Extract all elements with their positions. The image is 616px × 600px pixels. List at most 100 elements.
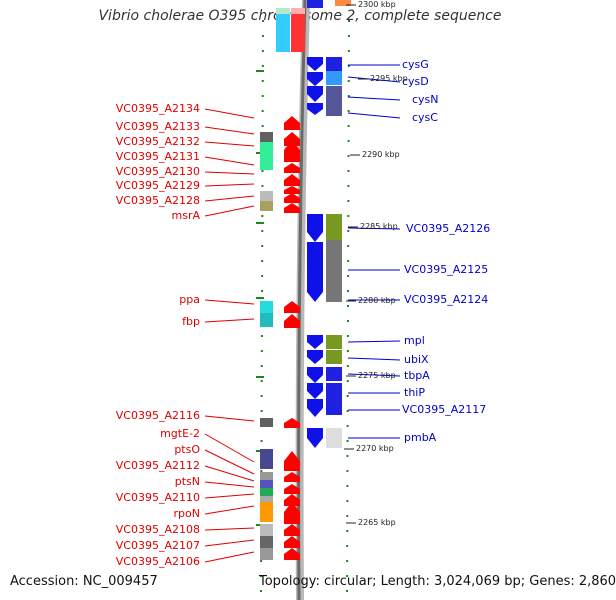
leader-line [347, 227, 401, 230]
forward-gene-arrow [284, 203, 300, 213]
guide-dot [260, 590, 262, 592]
gene-label-right[interactable]: cysC [412, 111, 438, 124]
guide-dot [260, 335, 263, 337]
guide-dot [261, 110, 264, 112]
leader-line [347, 373, 401, 377]
guide-dot [346, 335, 349, 337]
gene-label-right[interactable]: ubiX [404, 353, 429, 366]
forward-gene-arrow [284, 418, 300, 428]
guide-dot [346, 515, 349, 517]
gene-label-left[interactable]: VC0395_A2129 [115, 179, 200, 192]
guide-dot [260, 440, 263, 442]
gene-label-left[interactable]: VC0395_A2132 [115, 135, 200, 148]
cog-block [326, 71, 342, 85]
gene-label-left[interactable]: VC0395_A2108 [115, 523, 200, 536]
gene-label-right[interactable]: mpl [404, 334, 425, 347]
gene-label-right[interactable]: pmbA [404, 431, 437, 444]
reverse-gene-arrow [307, 350, 323, 364]
gene-label-left[interactable]: VC0395_A2134 [115, 102, 200, 115]
cog-block [335, 0, 351, 6]
gene-label-right[interactable]: cysN [412, 93, 439, 106]
scale-tick-label: 2280 kbp [358, 296, 396, 305]
gene-label-right[interactable]: VC0395_A2125 [404, 263, 489, 276]
gene-label-left[interactable]: msrA [171, 209, 201, 222]
leader-line [204, 449, 255, 475]
leader-line [204, 481, 255, 488]
guide-dot [261, 170, 264, 172]
gene-label-right[interactable]: cysD [402, 75, 429, 88]
leader-line [204, 415, 255, 422]
guide-dot [346, 425, 349, 427]
forward-gene-arrow [284, 451, 300, 471]
reverse-gene-arrow [307, 57, 323, 71]
forward-gene-arrow [284, 484, 300, 494]
gene-label-right[interactable]: VC0395_A2124 [404, 293, 489, 306]
reverse-gene-arrow [307, 0, 323, 8]
cog-block [260, 449, 273, 469]
gene-label-left[interactable]: mgtE-2 [160, 427, 200, 440]
guide-dot [347, 110, 350, 112]
gene-label-right[interactable]: VC0395_A2117 [402, 403, 487, 416]
forward-gene-arrow [284, 536, 300, 548]
guide-dot [346, 350, 349, 352]
cog-block [260, 191, 273, 201]
guide-dot [261, 260, 264, 262]
gene-label-left[interactable]: ppa [179, 293, 200, 306]
cog-block [326, 240, 342, 302]
cog-block [260, 313, 273, 327]
gene-label-right[interactable]: thiP [404, 386, 425, 399]
gene-label-right[interactable]: VC0395_A2126 [406, 222, 491, 235]
guide-dot [261, 245, 264, 247]
guide-dot [347, 80, 350, 82]
gene-label-left[interactable]: VC0395_A2116 [115, 409, 200, 422]
leader-line [204, 505, 255, 515]
cog-block [260, 418, 273, 427]
scale-tick-label: 2290 kbp [362, 150, 400, 159]
leader-line [347, 357, 401, 361]
gene-label-left[interactable]: VC0395_A2112 [115, 459, 200, 472]
forward-gene-arrow [284, 163, 300, 173]
guide-dot [346, 500, 349, 502]
guide-dot [260, 410, 263, 412]
forward-gene-arrow [284, 193, 300, 203]
gene-label-left[interactable]: VC0395_A2130 [115, 165, 200, 178]
guide-dot [347, 290, 350, 292]
cog-block [326, 335, 342, 349]
cog-block [326, 428, 342, 448]
guide-dot [262, 20, 264, 22]
gene-label-right[interactable]: cysG [402, 58, 429, 71]
leader-line [204, 171, 255, 175]
guide-dot [347, 275, 350, 277]
forward-gene-arrow [284, 472, 300, 482]
leader-line [204, 551, 255, 563]
gene-label-left[interactable]: VC0395_A2128 [115, 194, 200, 207]
gene-label-left[interactable]: fbp [182, 315, 200, 328]
guide-dot [346, 560, 349, 562]
gene-label-left[interactable]: ptsO [174, 443, 200, 456]
guide-dot [347, 140, 350, 142]
gene-label-left[interactable]: ptsN [174, 475, 200, 488]
guide-dot [346, 590, 348, 592]
gene-label-left[interactable]: rpoN [173, 507, 200, 520]
gene-label-left[interactable]: VC0395_A2131 [115, 150, 200, 163]
leader-line [204, 539, 255, 547]
guide-dot [346, 455, 349, 457]
reverse-gene-arrow [307, 103, 323, 115]
gene-label-left[interactable]: VC0395_A2133 [115, 120, 200, 133]
guide-dot [347, 170, 350, 172]
guide-dot [347, 230, 350, 232]
scale-tick-label: 2265 kbp [358, 518, 396, 527]
reverse-gene-arrow [307, 335, 323, 349]
leader-line [204, 318, 255, 323]
gene-label-left[interactable]: VC0395_A2110 [115, 491, 200, 504]
leader-line [347, 112, 401, 119]
forward-gene-arrow [284, 301, 300, 313]
forward-gene-arrow [284, 314, 300, 328]
guide-dot [346, 410, 349, 412]
gene-label-left[interactable]: VC0395_A2107 [115, 539, 200, 552]
leader-line [204, 527, 255, 531]
map-canvas [204, 0, 401, 600]
cog-block [260, 201, 273, 211]
gene-label-left[interactable]: VC0395_A2106 [115, 555, 200, 568]
gene-label-right[interactable]: tbpA [404, 369, 430, 382]
